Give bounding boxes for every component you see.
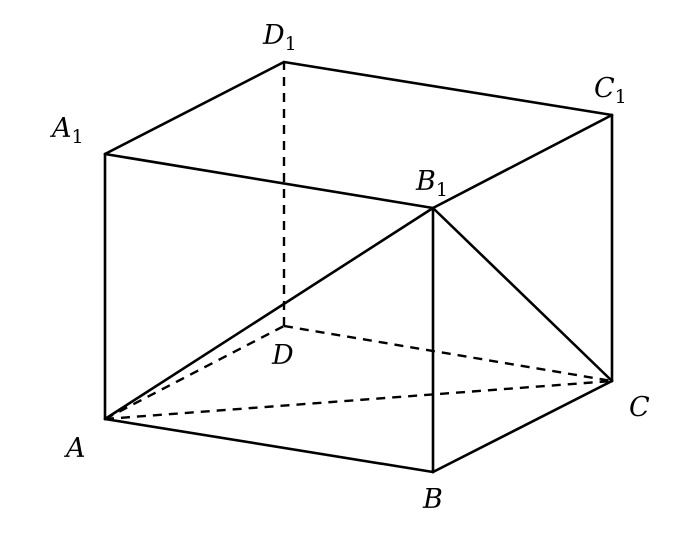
- vertex-label-b: B: [422, 484, 443, 515]
- vertex-label-d1: D1: [262, 20, 297, 55]
- vertex-label-c: C: [629, 392, 650, 423]
- hidden-edges-group: [104, 62, 613, 421]
- hidden-edge-a-c: [104, 379, 613, 421]
- hidden-edge-d-c: [283, 324, 613, 383]
- edge-d1-a1: [103, 60, 286, 156]
- vertex-label-d: D: [271, 340, 294, 371]
- vertex-label-c1: C1: [594, 73, 627, 108]
- edge-b-c: [431, 379, 614, 474]
- vertex-labels: A B C D A1 B1 C1 D1: [49, 20, 650, 515]
- edge-a-b: [103, 417, 435, 474]
- edge-b1-c: [431, 206, 614, 383]
- vertex-label-a1: A1: [49, 113, 84, 148]
- edge-b1-c1: [431, 113, 614, 210]
- edge-c1-d1: [282, 60, 614, 117]
- edge-a-b1: [103, 206, 435, 421]
- vertex-label-a: A: [63, 433, 86, 464]
- solid-edges-group: [103, 60, 614, 474]
- vertex-label-b1: B1: [415, 166, 448, 201]
- hidden-edge-a-d: [104, 324, 285, 421]
- edge-a1-b1: [103, 152, 435, 210]
